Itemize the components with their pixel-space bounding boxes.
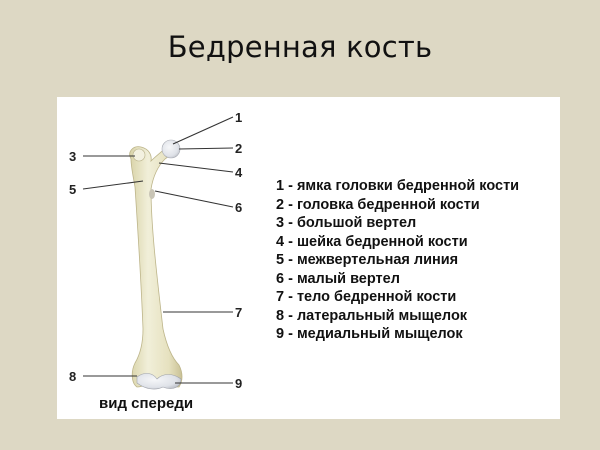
- label-4: 4: [235, 165, 243, 180]
- legend-item: 3 - большой вертел: [276, 215, 417, 231]
- label-7: 7: [235, 305, 243, 320]
- label-1: 1: [235, 110, 243, 125]
- label-9: 9: [235, 376, 243, 391]
- femoral-head: [161, 139, 181, 159]
- legend-item: 1 - ямка головки бедренной кости: [276, 178, 520, 194]
- legend-item: 7 - тело бедренной кости: [276, 289, 457, 305]
- femur-body: [129, 142, 183, 388]
- legend-item: 2 - головка бедренной кости: [276, 196, 480, 213]
- label-3: 3: [69, 149, 77, 164]
- figure-panel: 1 2 3 4 5 6 7 8 9 вид спереди 1 - ямка г…: [57, 97, 560, 419]
- legend-item: 8 - латеральный мыщелок: [276, 307, 468, 324]
- leader-lines: [82, 116, 234, 384]
- label-8: 8: [69, 369, 77, 384]
- label-5: 5: [69, 182, 77, 197]
- label-2: 2: [235, 141, 243, 156]
- legend-item: 6 - малый вертел: [276, 270, 400, 287]
- legend-item: 5 - межвертельная линия: [276, 252, 459, 268]
- label-6: 6: [235, 200, 243, 215]
- condyles: [136, 373, 182, 390]
- legend-list: 1 - ямка головки бедренной кости 2 - гол…: [276, 177, 519, 344]
- femur-illustration: [82, 116, 234, 390]
- view-caption: вид спереди: [99, 395, 194, 412]
- legend-item: 4 - шейка бедренной кости: [276, 233, 468, 250]
- slide-title: Бедренная кость: [167, 30, 433, 64]
- legend-item: 9 - медиальный мыщелок: [276, 326, 463, 342]
